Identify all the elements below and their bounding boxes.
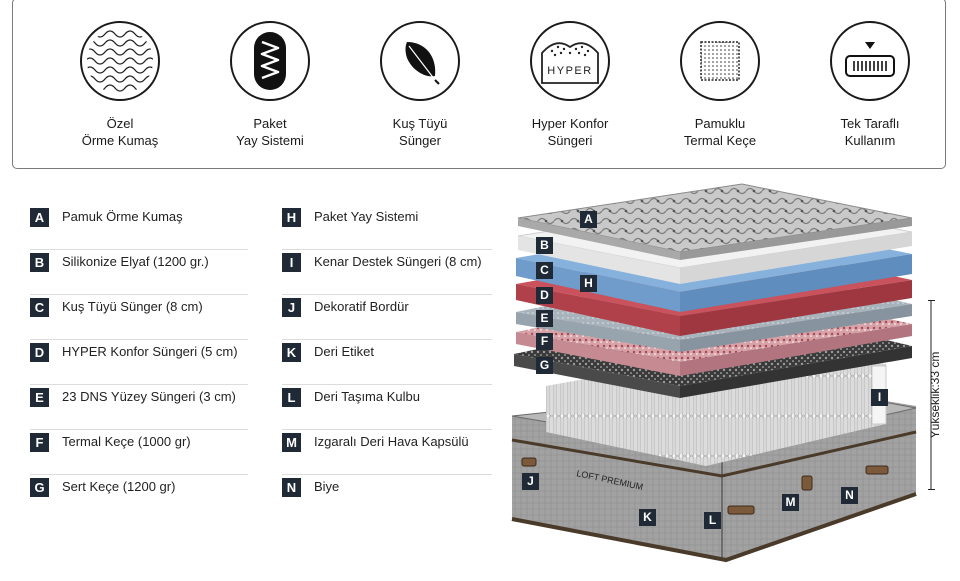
layer-tag-e: E <box>536 310 553 327</box>
legend-item: B Silikonize Elyaf (1200 gr.) <box>30 249 248 295</box>
legend-item: A Pamuk Örme Kumaş <box>30 204 248 250</box>
legend-letter: J <box>282 298 301 317</box>
legend-letter: D <box>30 343 49 362</box>
feature-label-line2: Örme Kumaş <box>81 133 159 148</box>
legend-letter: F <box>30 433 49 452</box>
spring-icon <box>230 21 310 101</box>
layer-tag-b: B <box>536 237 553 254</box>
legend-text: Dekoratif Bordür <box>314 299 409 314</box>
legend-letter: B <box>30 253 49 272</box>
knit-fabric-icon <box>80 21 160 101</box>
layer-tag-l: L <box>704 512 721 529</box>
feature-label-line1: Hyper Konfor <box>531 116 609 131</box>
legend-item: H Paket Yay Sistemi <box>282 204 492 250</box>
feature-label-line1: Tek Taraflı <box>840 116 900 131</box>
hyper-foam-icon: HYPER <box>530 21 610 101</box>
legend-item: E 23 DNS Yüzey Süngeri (3 cm) <box>30 384 248 430</box>
legend-text: Deri Taşıma Kulbu <box>314 389 420 404</box>
layer-tag-m: M <box>782 494 799 511</box>
legend-text: Termal Keçe (1000 gr) <box>62 434 191 449</box>
legend-text: Sert Keçe (1200 gr) <box>62 479 176 494</box>
legend-letter: K <box>282 343 301 362</box>
layer-tag-g: G <box>536 357 553 374</box>
feature-label-line1: Paket <box>253 116 287 131</box>
legend-item: L Deri Taşıma Kulbu <box>282 384 492 430</box>
layer-tag-j: J <box>522 473 539 490</box>
feature-label-line2: Yay Sistemi <box>236 133 304 148</box>
legend-item: I Kenar Destek Süngeri (8 cm) <box>282 249 492 295</box>
legend-letter: M <box>282 433 301 452</box>
legend-item: M Izgaralı Deri Hava Kapsülü <box>282 429 492 475</box>
height-indicator: Yükseklik:33 cm <box>928 300 942 490</box>
legend-item: C Kuş Tüyü Sünger (8 cm) <box>30 294 248 340</box>
legend-letter: C <box>30 298 49 317</box>
layer-tag-d: D <box>536 287 553 304</box>
legend-letter: L <box>282 388 301 407</box>
legend-letter: A <box>30 208 49 227</box>
legend-text: Izgaralı Deri Hava Kapsülü <box>314 434 469 449</box>
feature-label-line2: Sünger <box>399 133 441 148</box>
feature-label-line1: Pamuklu <box>694 116 746 131</box>
legend-letter: N <box>282 478 301 497</box>
feature-label-line1: Kuş Tüyü <box>392 116 448 131</box>
height-text: Yükseklik:33 cm <box>928 351 942 439</box>
feather-icon <box>380 21 460 101</box>
feature-label-line2: Termal Keçe <box>683 133 757 148</box>
legend-letter: I <box>282 253 301 272</box>
legend-text: 23 DNS Yüzey Süngeri (3 cm) <box>62 389 236 404</box>
layer-tag-i: I <box>871 389 888 406</box>
legend-item: N Biye <box>282 474 492 519</box>
legend-item: J Dekoratif Bordür <box>282 294 492 340</box>
one-sided-icon <box>830 21 910 101</box>
legend-text: Biye <box>314 479 340 494</box>
layer-tag-k: K <box>639 509 656 526</box>
legend-letter: G <box>30 478 49 497</box>
layer-tag-c: C <box>536 262 553 279</box>
legend-item: G Sert Keçe (1200 gr) <box>30 474 248 519</box>
layer-tag-h: H <box>580 275 597 292</box>
legend-letter: E <box>30 388 49 407</box>
legend-text: HYPER Konfor Süngeri (5 cm) <box>62 344 238 359</box>
legend-text: Deri Etiket <box>314 344 374 359</box>
mattress-illustration: LOFT PREMIUM <box>506 176 926 571</box>
legend-text: Kenar Destek Süngeri (8 cm) <box>314 254 482 269</box>
legend-text: Kuş Tüyü Sünger (8 cm) <box>62 299 203 314</box>
legend-item: K Deri Etiket <box>282 339 492 385</box>
legend-text: Silikonize Elyaf (1200 gr.) <box>62 254 209 269</box>
legend-letter: H <box>282 208 301 227</box>
legend-item: F Termal Keçe (1000 gr) <box>30 429 248 475</box>
hyper-badge: HYPER <box>547 65 592 77</box>
layer-tag-n: N <box>841 487 858 504</box>
layer-tag-f: F <box>536 333 553 350</box>
layer-tag-a: A <box>580 211 597 228</box>
legend-text: Paket Yay Sistemi <box>314 209 419 224</box>
feature-label-line1: Özel <box>106 116 134 131</box>
feature-label-line2: Süngeri <box>547 133 593 148</box>
feature-label-line2: Kullanım <box>844 133 896 148</box>
felt-icon <box>680 21 760 101</box>
legend-item: D HYPER Konfor Süngeri (5 cm) <box>30 339 248 385</box>
legend-text: Pamuk Örme Kumaş <box>62 209 183 224</box>
mattress-layers-graphic: LOFT PREMIUM <box>511 183 917 563</box>
